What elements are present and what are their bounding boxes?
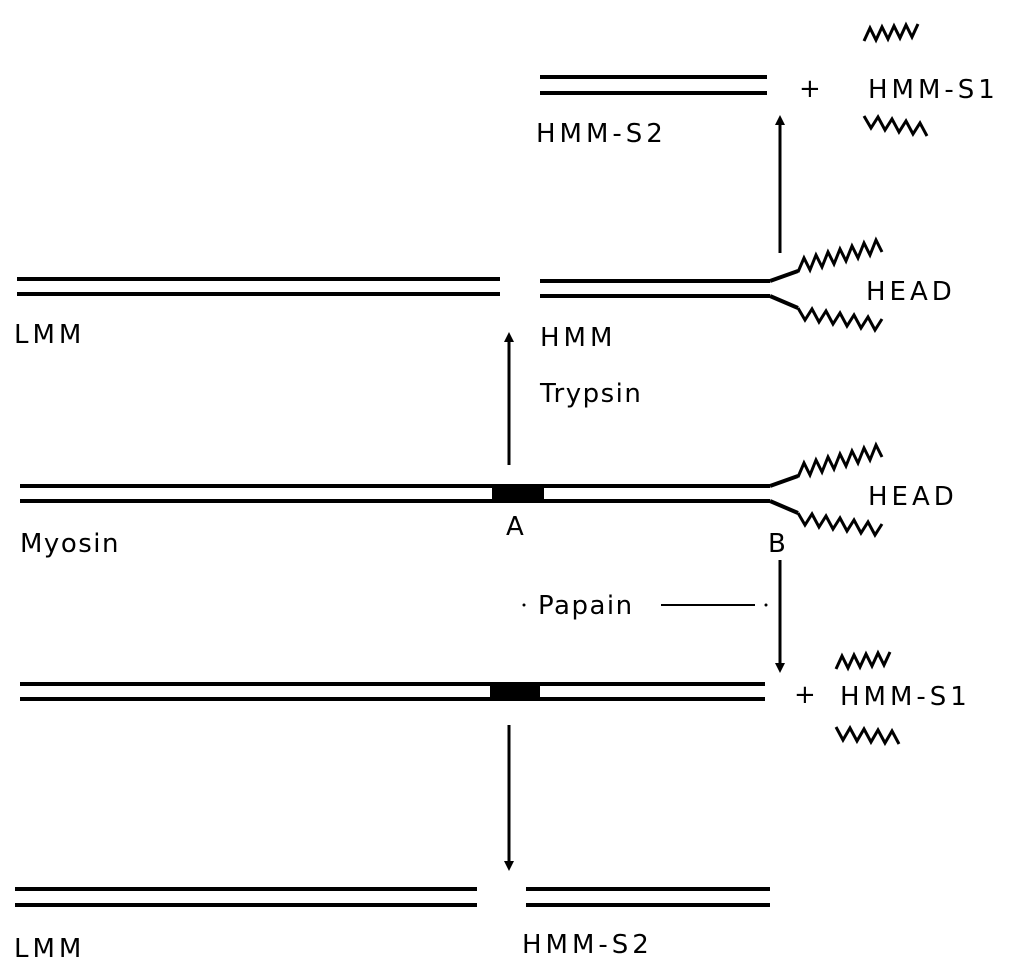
site-b-label: B bbox=[768, 529, 790, 559]
myosin-rod bbox=[20, 484, 770, 503]
top-hmm-s2-rod bbox=[540, 75, 767, 95]
lower-cleavage-site-block bbox=[490, 682, 540, 701]
lower-hmm-s2-label: HMM-S2 bbox=[522, 930, 653, 960]
myosin-heads bbox=[769, 474, 799, 515]
bottom-hmm-s1-label: HMM-S1 bbox=[840, 682, 971, 712]
hmm-label: HMM bbox=[540, 323, 616, 353]
top-hmm-s2-label: HMM-S2 bbox=[536, 119, 667, 149]
upper-head-label: HEAD bbox=[866, 277, 956, 307]
lower-lmm-label: LMM bbox=[14, 934, 85, 964]
myosin-label: Myosin bbox=[20, 529, 120, 559]
trypsin-label: Trypsin bbox=[539, 379, 642, 409]
papain-leader-dot-right bbox=[764, 603, 768, 607]
papain-leader-dot-left bbox=[522, 603, 526, 607]
upper-lmm-rod bbox=[17, 277, 500, 296]
upper-lmm-label: LMM bbox=[14, 320, 85, 350]
lower-hmm-s2-rod bbox=[526, 887, 770, 907]
hmm-heads bbox=[769, 269, 799, 310]
myosin-head-zigzags bbox=[796, 441, 884, 538]
top-s1-fragments bbox=[862, 21, 929, 137]
bottom-plus-sign: + bbox=[794, 680, 820, 710]
hmm-head-zigzags bbox=[796, 236, 884, 333]
lower-lmm-rod bbox=[15, 887, 477, 907]
papain-label: Papain bbox=[538, 591, 634, 621]
cleavage-site-a-block bbox=[492, 484, 544, 503]
top-hmm-s1-label: HMM-S1 bbox=[868, 75, 999, 105]
top-plus-sign: + bbox=[799, 74, 825, 104]
hmm-rod bbox=[540, 279, 770, 298]
middle-head-label: HEAD bbox=[868, 482, 958, 512]
bottom-s1-fragments bbox=[834, 649, 901, 747]
site-a-label: A bbox=[506, 512, 528, 542]
papain-rod bbox=[20, 682, 765, 701]
